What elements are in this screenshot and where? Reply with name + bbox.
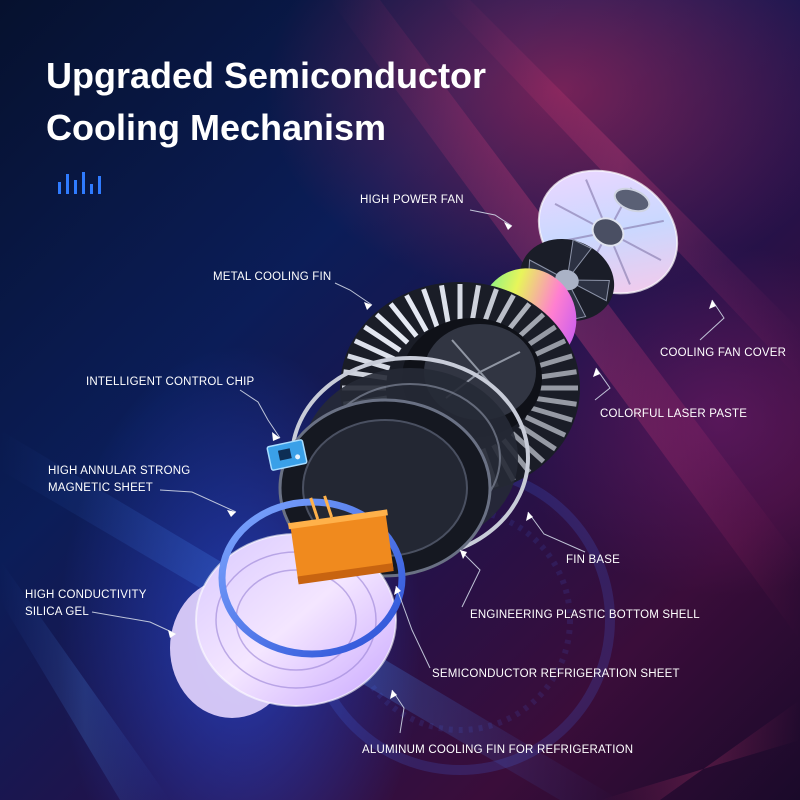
label-metal-cooling-fin: METAL COOLING FIN <box>213 271 332 283</box>
title-line-2: Cooling Mechanism <box>46 107 387 148</box>
cooling-fin-blade <box>404 294 429 333</box>
cooling-fin-blade <box>347 353 391 371</box>
label-silica-gel-line-1: HIGH CONDUCTIVITY <box>25 589 147 601</box>
label-silica-gel: HIGH CONDUCTIVITY SILICA GEL <box>25 587 147 621</box>
label-magnetic-sheet-line-2: MAGNETIC SHEET <box>48 482 154 494</box>
cooling-fin-blade <box>374 312 410 345</box>
cooling-fin-blade <box>524 414 567 438</box>
label-fin-base: FIN BASE <box>566 554 621 566</box>
cooling-fin-blade <box>518 423 557 452</box>
label-aluminum-fin: ALUMINUM COOLING FIN FOR REFRIGERATION <box>362 744 634 756</box>
label-magnetic-sheet: HIGH ANNULAR STRONG MAGNETIC SHEET <box>48 463 190 497</box>
label-intelligent-control-chip: INTELLIGENT CONTROL CHIP <box>86 376 255 388</box>
title-line-1: Upgraded Semiconductor <box>46 55 487 96</box>
equalizer-icon <box>58 172 108 194</box>
cooling-fin-blade <box>439 284 451 326</box>
cooling-fin-blade <box>363 324 402 353</box>
label-magnetic-sheet-line-1: HIGH ANNULAR STRONG <box>48 465 191 477</box>
cooling-fin-blade <box>421 288 440 328</box>
label-high-power-fan: HIGH POWER FAN <box>360 194 464 206</box>
label-cooling-fan-cover: COOLING FAN COVER <box>660 347 787 359</box>
page-title: Upgraded Semiconductor Cooling Mechanism <box>46 50 486 154</box>
cooling-fin-blade <box>529 405 573 423</box>
label-plastic-bottom-shell: ENGINEERING PLASTIC BOTTOM SHELL <box>470 609 700 621</box>
cooling-fin-blade <box>532 395 577 407</box>
cooling-fin-blade <box>353 338 396 362</box>
label-refrigeration-sheet: SEMICONDUCTOR REFRIGERATION SHEET <box>432 668 680 680</box>
label-silica-gel-line-2: SILICA GEL <box>25 606 90 618</box>
cooling-fin-blade <box>388 302 419 338</box>
label-colorful-laser-paste: COLORFUL LASER PASTE <box>600 408 748 420</box>
